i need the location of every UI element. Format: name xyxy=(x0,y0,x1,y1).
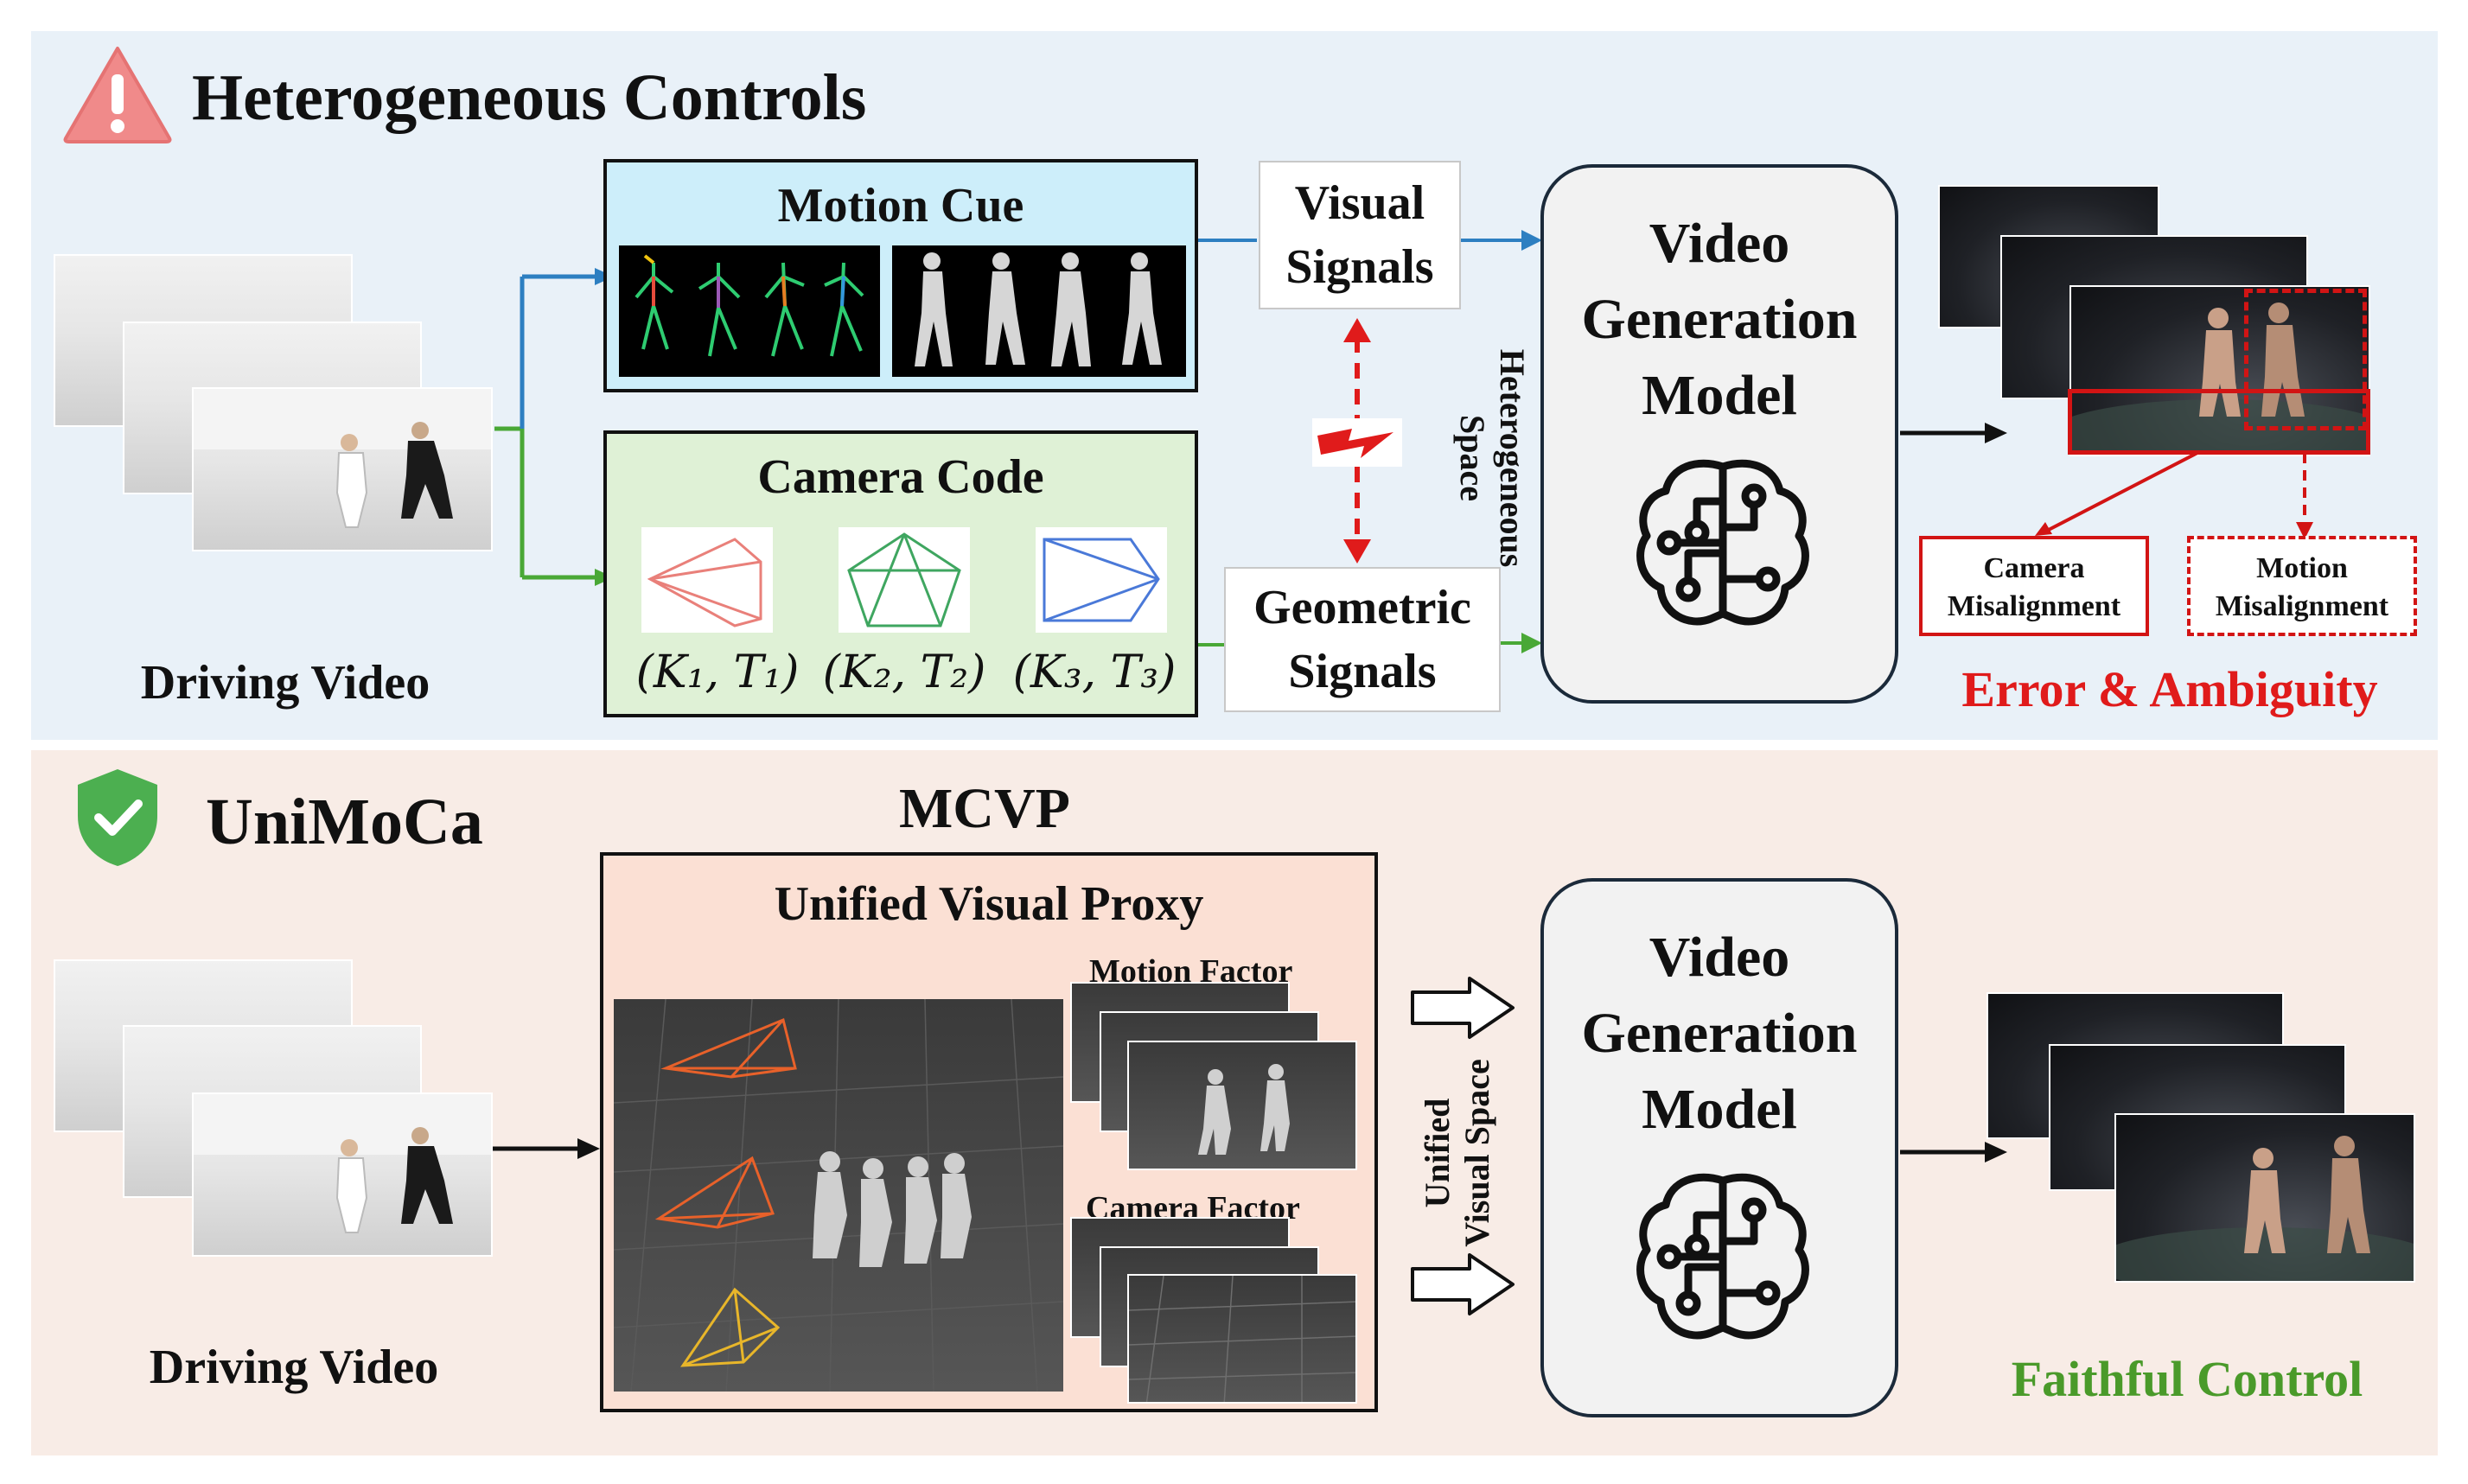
camera-frustum-red xyxy=(641,527,773,633)
faithful-output-frame-3 xyxy=(2114,1113,2415,1283)
video-generation-model-bottom: Video Generation Model xyxy=(1540,878,1898,1417)
lightning-icon xyxy=(1317,429,1393,458)
warning-triangle-icon xyxy=(63,47,172,143)
camera-factor-frame-3 xyxy=(1127,1274,1357,1404)
vgm-top-line-3: Model xyxy=(1642,364,1797,427)
camera-param-1: (K₁, T₁) xyxy=(635,646,800,698)
vgm-top-line-2: Generation xyxy=(1581,288,1858,351)
motion-misalignment-line-1: Motion xyxy=(2256,552,2348,584)
panel-title-heterogeneous: Heterogeneous Controls xyxy=(192,61,867,134)
camera-misalignment-line-1: Camera xyxy=(1983,552,2085,584)
faithful-control-label: Faithful Control xyxy=(2011,1351,2363,1407)
camera-code-title: Camera Code xyxy=(757,450,1044,504)
unified-space-arrows xyxy=(1411,977,1515,1315)
motion-misalignment-line-2: Misalignment xyxy=(2215,590,2389,622)
visual-signals-line-2: Signals xyxy=(1285,240,1434,294)
motion-factor-frame-3 xyxy=(1127,1041,1357,1170)
input-arrow-bottom xyxy=(493,1138,600,1159)
visual-signals-line-1: Visual xyxy=(1294,176,1425,230)
mesh-pose-image xyxy=(892,245,1186,377)
motion-cue-title: Motion Cue xyxy=(777,179,1024,232)
vgm-top-line-1: Video xyxy=(1649,212,1790,275)
output-arrow-top xyxy=(1900,423,2007,443)
camera-misalignment-line-2: Misalignment xyxy=(1947,590,2121,622)
signals-to-vgm-arrows xyxy=(1461,230,1542,653)
driving-video-label-top: Driving Video xyxy=(140,656,430,710)
brain-circuit-icon xyxy=(1636,459,1809,626)
driving-video-label-bottom: Driving Video xyxy=(149,1341,439,1394)
motion-cue-box: Motion Cue xyxy=(603,159,1198,392)
unified-space-line-1: Unified xyxy=(1418,1098,1457,1208)
error-output-frame-3 xyxy=(2069,285,2370,456)
vgm-bottom-line-3: Model xyxy=(1642,1078,1797,1141)
motion-error-highlight xyxy=(2244,289,2367,430)
unified-proxy-scene xyxy=(613,998,1064,1392)
check-shield-icon xyxy=(78,769,157,866)
unified-space-line-2: Visual Space xyxy=(1457,1059,1496,1247)
camera-misalignment-box: Camera Misalignment xyxy=(1919,536,2149,636)
video-generation-model-top: Video Generation Model xyxy=(1540,164,1898,704)
mcvp-title: MCVP xyxy=(899,777,1070,840)
heterogeneous-space-line-2: Space xyxy=(1453,415,1492,501)
geometric-signals-line-1: Geometric xyxy=(1253,581,1471,634)
camera-param-2: (K₂, T₂) xyxy=(822,646,986,698)
camera-frustum-green xyxy=(839,527,970,633)
geometric-signals-line-2: Signals xyxy=(1288,645,1437,698)
camera-code-box: Camera Code (K₁, T₁) (K₂, T₂) (K₃, T₃) xyxy=(603,430,1198,717)
unified-visual-proxy-title: Unified Visual Proxy xyxy=(774,877,1204,931)
geometric-signals-box: Geometric Signals xyxy=(1224,567,1501,712)
panel-title-unimoca: UniMoCa xyxy=(206,786,483,858)
brain-circuit-icon xyxy=(1636,1173,1809,1340)
camera-frustum-blue xyxy=(1036,527,1167,633)
error-ambiguity-label: Error & Ambiguity xyxy=(1961,661,2378,717)
split-arrows xyxy=(494,268,614,586)
visual-signals-box: Visual Signals xyxy=(1259,161,1461,309)
mcvp-box: Unified Visual Proxy Motion Factor xyxy=(600,852,1378,1412)
skeleton-pose-image xyxy=(619,245,880,377)
vgm-bottom-line-2: Generation xyxy=(1581,1002,1858,1065)
unified-visual-space-label: Unified Visual Space xyxy=(1418,1023,1513,1283)
camera-error-highlight xyxy=(2068,389,2370,455)
motion-misalignment-box: Motion Misalignment xyxy=(2187,536,2417,636)
heterogeneous-space-line-1: Heterogeneous xyxy=(1493,348,1532,568)
vgm-bottom-line-1: Video xyxy=(1649,926,1790,989)
camera-param-3: (K₃, T₃) xyxy=(1012,646,1177,698)
driving-video-frame-b3 xyxy=(192,1092,493,1257)
misalignment-pointers xyxy=(2035,451,2313,539)
output-arrow-bottom xyxy=(1900,1142,2007,1162)
heterogeneous-space-label: Heterogeneous Space xyxy=(1437,320,1532,596)
driving-video-frame-3 xyxy=(192,387,493,551)
